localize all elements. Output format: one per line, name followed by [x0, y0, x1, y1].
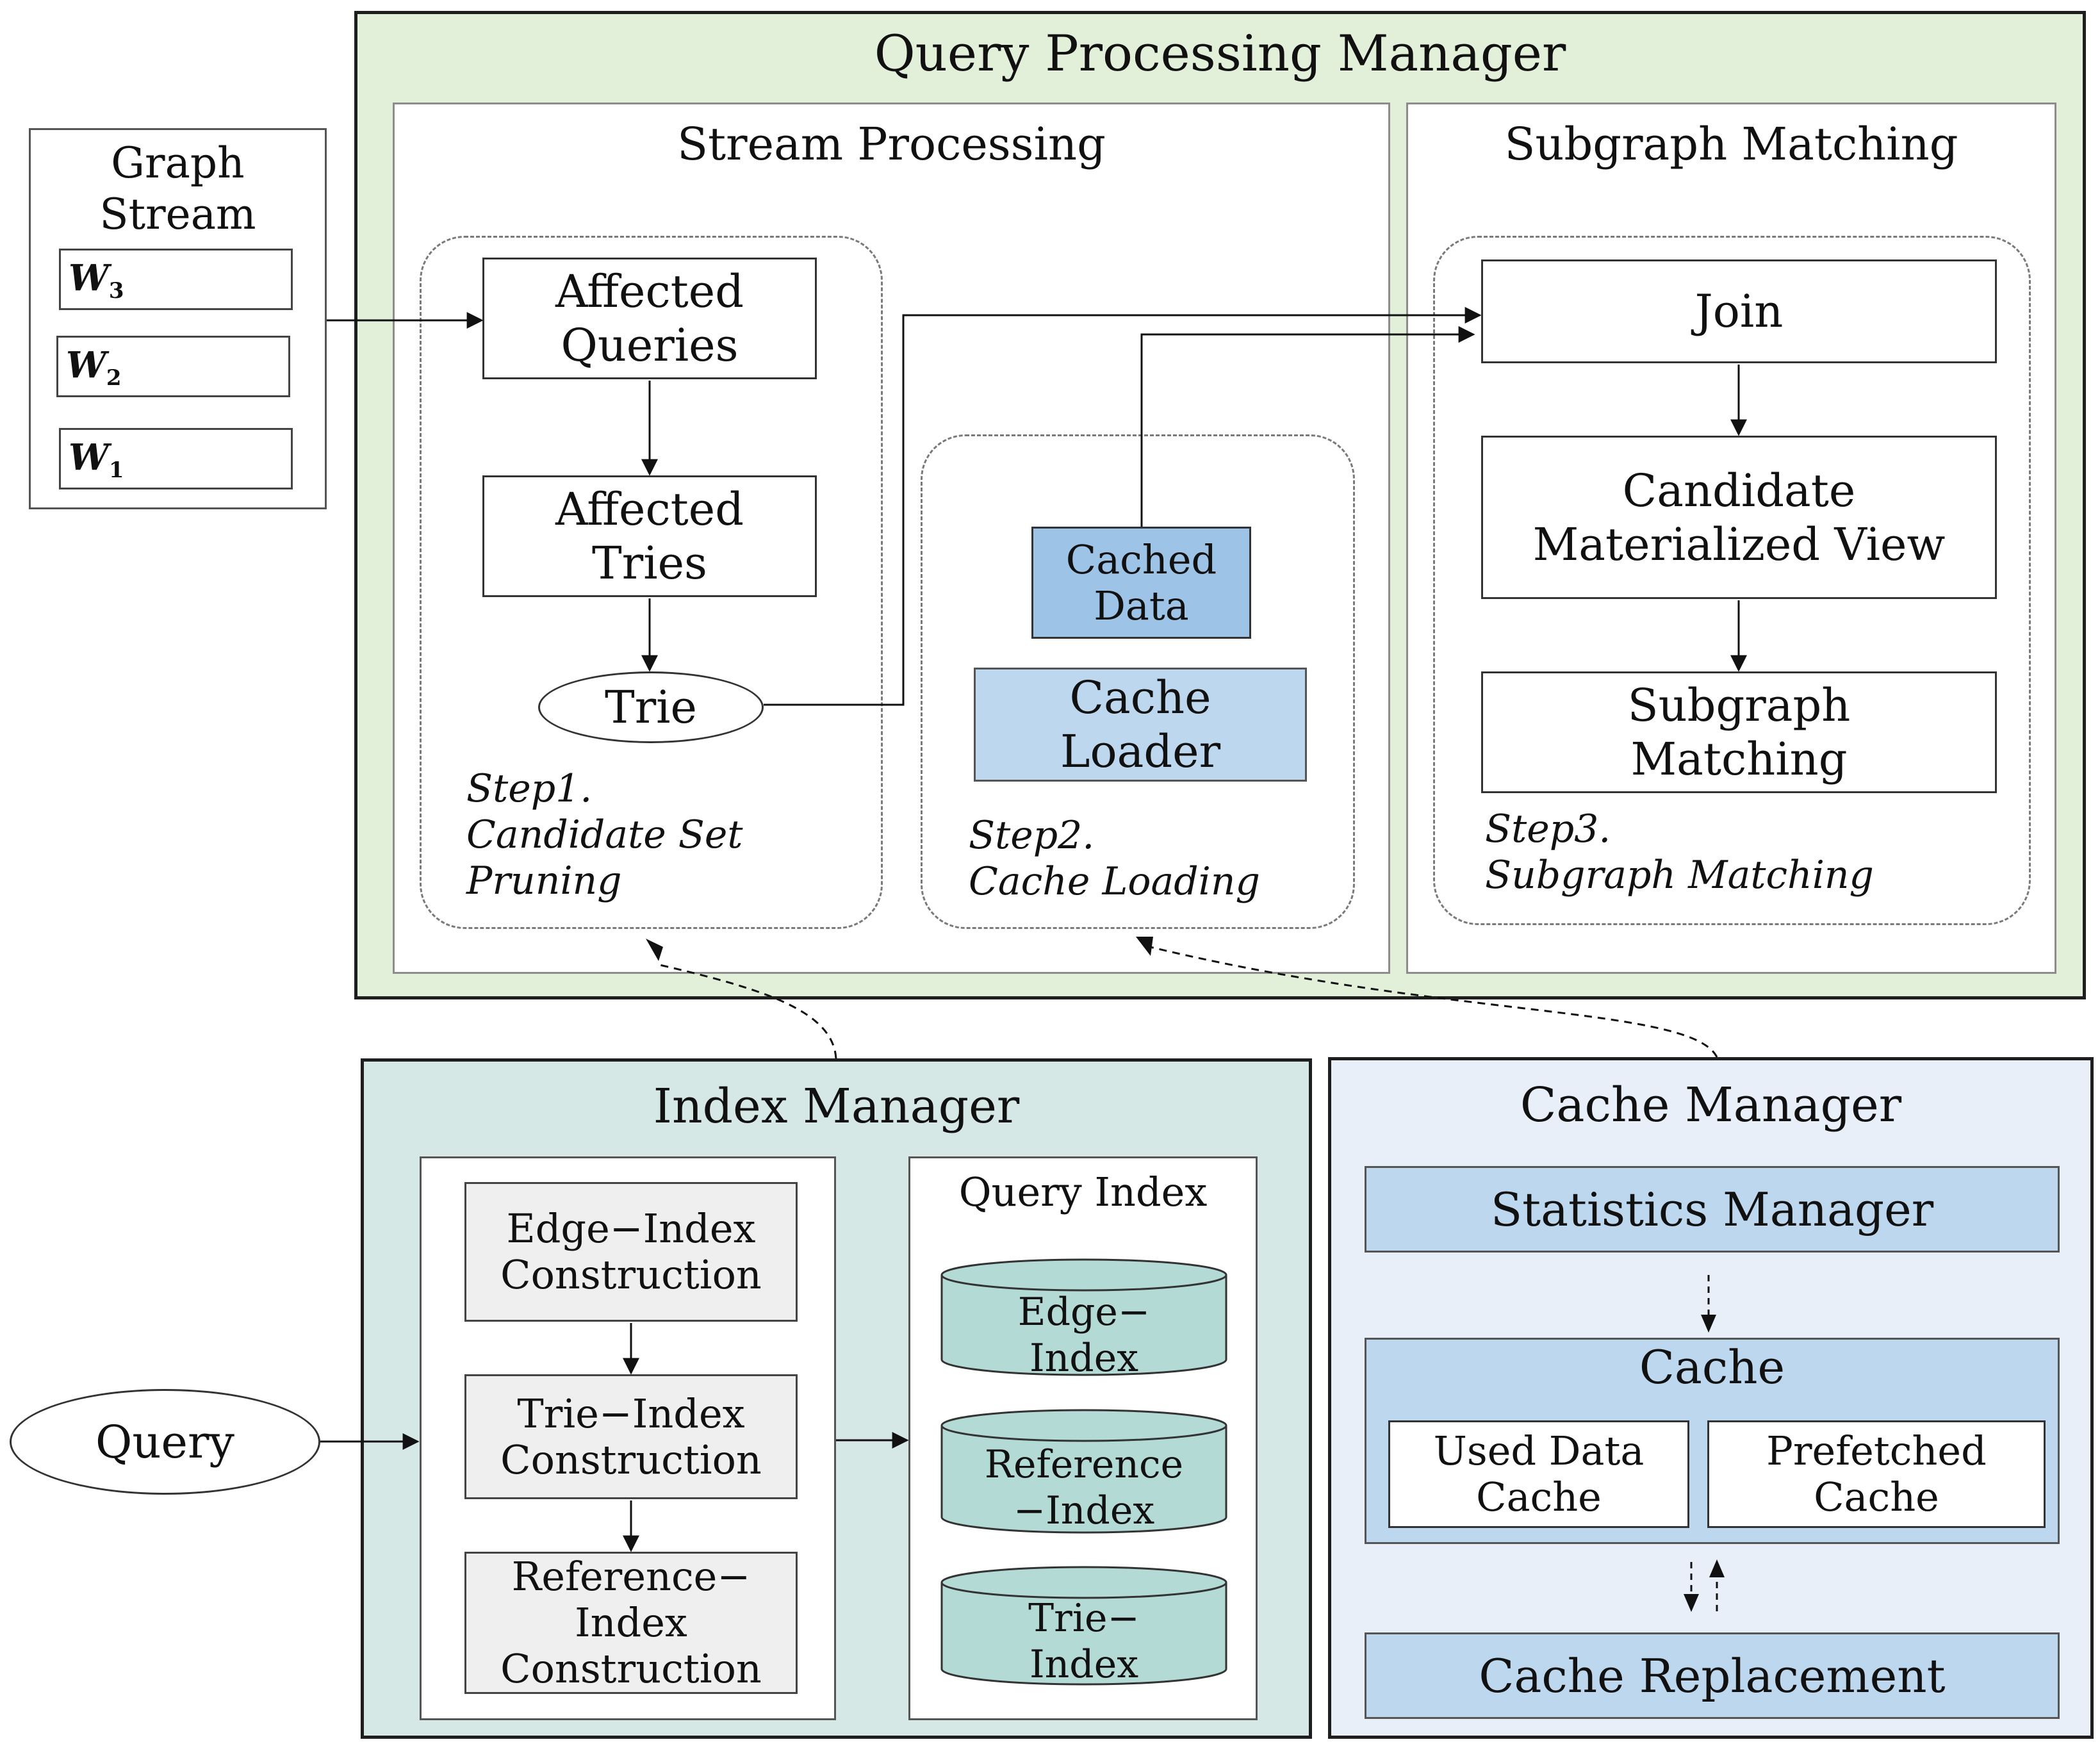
edge-index-cylinder: [940, 1258, 1227, 1376]
index-manager-title: Index Manager: [653, 1079, 1020, 1134]
arrow-cached-data-to-join: [1140, 326, 1475, 527]
trie-index-cylinder: [940, 1566, 1227, 1686]
step2-label: Step2. Cache Loading: [969, 813, 1260, 904]
step3-label: Step3. Subgraph Matching: [1485, 807, 1874, 898]
join-box: Join: [1481, 259, 1997, 363]
qpm-title: Query Processing Manager: [874, 25, 1566, 83]
query-node: Query: [10, 1389, 320, 1495]
dashed-arrow-index-to-step1: [656, 963, 837, 1059]
step3-region: [1433, 236, 2031, 925]
cache-title: Cache: [1639, 1340, 1785, 1394]
dashed-arrow-cache-manager-to-step2: [1149, 946, 1718, 1058]
stream-processing-title: Stream Processing: [677, 118, 1106, 170]
arrow-trie-to-join: [764, 307, 1482, 706]
reference-index-label: Reference −Index: [984, 1442, 1184, 1533]
reference-index-cylinder: [940, 1409, 1227, 1534]
window-w2: W2: [56, 336, 290, 397]
graph-stream-title: Graph Stream: [99, 138, 256, 239]
step1-region: [420, 236, 883, 929]
trie-node: Trie: [538, 671, 764, 743]
edge-index-label: Edge− Index: [1017, 1290, 1151, 1381]
statistics-manager-box: Statistics Manager: [1365, 1166, 2060, 1253]
subgraph-matching-title: Subgraph Matching: [1504, 118, 1958, 170]
query-index-title: Query Index: [958, 1169, 1208, 1215]
cache-manager-title: Cache Manager: [1520, 1078, 1902, 1133]
trie-index-label: Trie− Index: [1028, 1596, 1140, 1687]
window-w3: W3: [59, 249, 293, 310]
cache-replacement-box: Cache Replacement: [1365, 1632, 2060, 1719]
window-w1: W1: [59, 428, 293, 489]
step1-label: Step1. Candidate Set Pruning: [466, 766, 743, 903]
step2-region: [921, 434, 1355, 929]
